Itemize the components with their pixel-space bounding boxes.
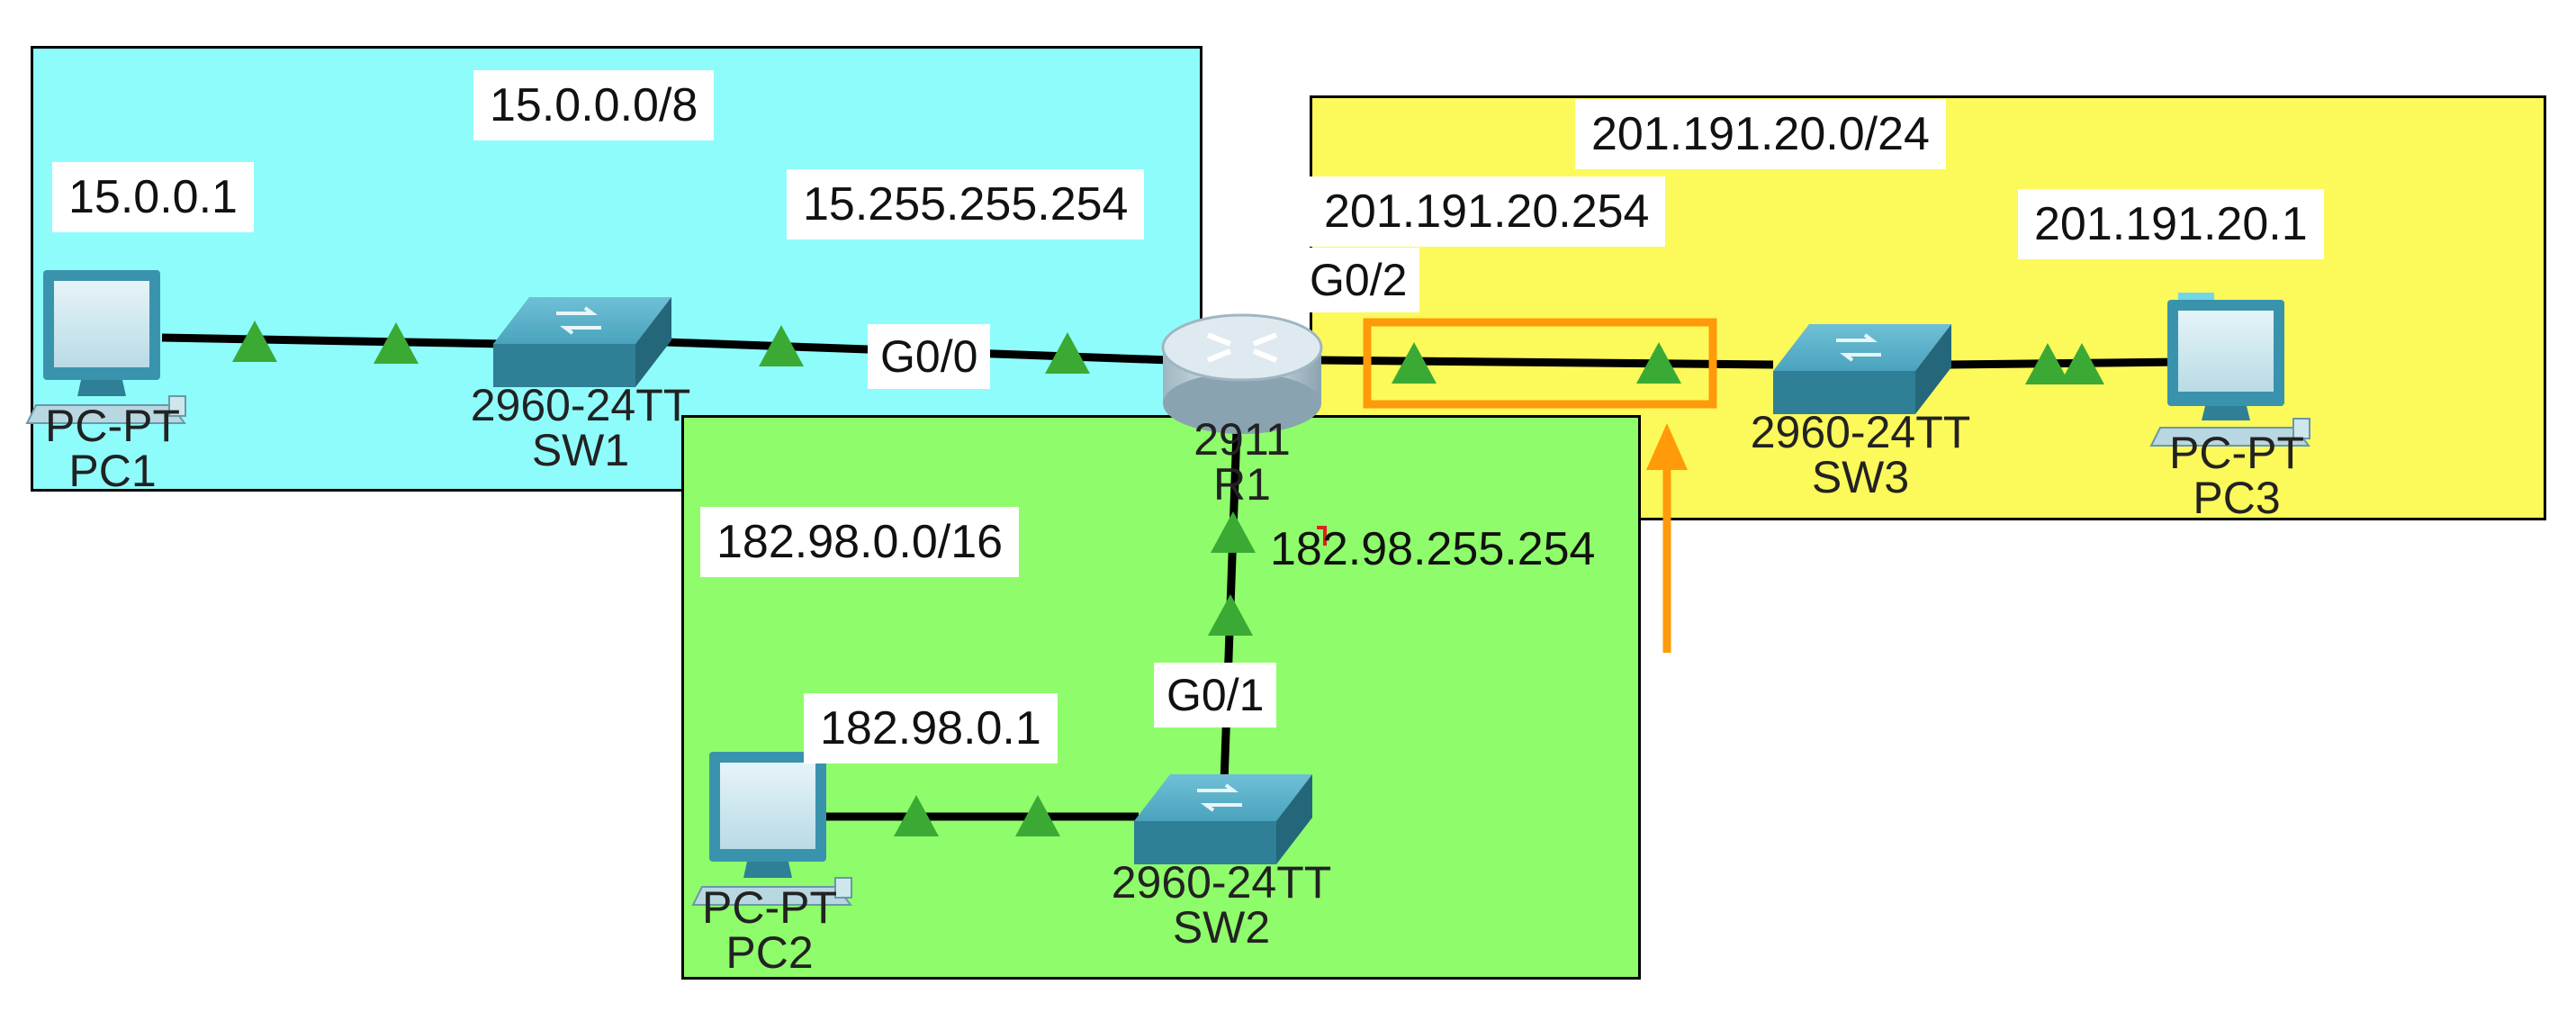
ip-label-pc3: 201.191.20.1 bbox=[2018, 189, 2324, 260]
switch-icon[interactable] bbox=[1773, 324, 1951, 414]
pc-icon[interactable] bbox=[2149, 293, 2310, 447]
device-model: 2911 bbox=[1193, 414, 1291, 465]
ip-label-pc1: 15.0.0.1 bbox=[52, 162, 254, 233]
link-pc2-sw2[interactable] bbox=[821, 795, 1139, 836]
interface-label-g02: G0/2 bbox=[1297, 248, 1420, 312]
device-name: PC1 bbox=[68, 446, 157, 496]
link-status-triangle bbox=[2025, 343, 2070, 384]
cursor-marker bbox=[1317, 526, 1327, 546]
link-status-triangle bbox=[1636, 342, 1681, 384]
link-pc1-sw1[interactable] bbox=[161, 321, 505, 364]
device-label-sw3: 2960-24TT SW3 bbox=[1739, 410, 1982, 500]
pc-icon[interactable] bbox=[25, 270, 186, 424]
switch-icon[interactable] bbox=[1134, 774, 1312, 864]
device-model: 2960-24TT bbox=[1111, 857, 1332, 908]
device-model: 2960-24TT bbox=[470, 380, 691, 430]
device-name: PC3 bbox=[2193, 473, 2281, 523]
link-status-triangle bbox=[1392, 342, 1437, 384]
device-name: SW3 bbox=[1811, 452, 1910, 502]
highlight-box bbox=[1363, 318, 1717, 409]
device-name: SW1 bbox=[531, 425, 630, 475]
link-status-triangle bbox=[1045, 332, 1090, 374]
link-status-triangle bbox=[232, 321, 277, 362]
pc-icon[interactable] bbox=[691, 752, 852, 906]
network-label-lan3: 201.191.20.0/24 bbox=[1575, 99, 1946, 170]
device-name: R1 bbox=[1213, 459, 1271, 510]
ip-label-r1-g02: 201.191.20.254 bbox=[1308, 176, 1666, 248]
device-model: PC-PT bbox=[702, 882, 837, 933]
device-name: SW2 bbox=[1172, 902, 1271, 953]
link-sw3-pc3[interactable] bbox=[1948, 343, 2179, 384]
device-label-pc3: PC-PT PC3 bbox=[2151, 430, 2322, 520]
arrow-icon bbox=[1646, 423, 1688, 653]
link-status-triangle bbox=[2059, 343, 2104, 384]
network-label-lan1: 15.0.0.0/8 bbox=[473, 70, 715, 141]
device-model: 2960-24TT bbox=[1750, 407, 1971, 457]
device-label-pc1: PC-PT PC1 bbox=[27, 403, 198, 493]
link-status-triangle bbox=[759, 325, 804, 366]
interface-label-g00: G0/0 bbox=[868, 324, 991, 389]
device-model: PC-PT bbox=[2169, 428, 2304, 478]
link-status-triangle bbox=[1211, 511, 1256, 553]
device-label-sw2: 2960-24TT SW2 bbox=[1100, 860, 1343, 950]
interface-label-g01: G0/1 bbox=[1154, 663, 1277, 727]
device-name: PC2 bbox=[725, 927, 814, 978]
network-label-lan2: 182.98.0.0/16 bbox=[700, 507, 1020, 578]
device-label-pc2: PC-PT PC2 bbox=[684, 885, 855, 975]
ip-label-r1-g01: 182.98.255.254 bbox=[1270, 523, 1596, 575]
ip-label-r1-g00: 15.255.255.254 bbox=[787, 169, 1145, 240]
router-icon[interactable] bbox=[1161, 313, 1323, 434]
link-status-triangle bbox=[894, 795, 939, 836]
link-status-triangle bbox=[1208, 594, 1253, 636]
switch-icon[interactable] bbox=[493, 297, 671, 387]
device-label-r1: 2911 R1 bbox=[1184, 417, 1301, 507]
link-r1-sw3[interactable] bbox=[1318, 342, 1774, 384]
link-status-triangle bbox=[1015, 795, 1060, 836]
link-status-triangle bbox=[374, 322, 419, 364]
device-model: PC-PT bbox=[45, 401, 180, 451]
ip-label-pc2: 182.98.0.1 bbox=[804, 693, 1058, 764]
device-label-sw1: 2960-24TT SW1 bbox=[459, 383, 702, 473]
